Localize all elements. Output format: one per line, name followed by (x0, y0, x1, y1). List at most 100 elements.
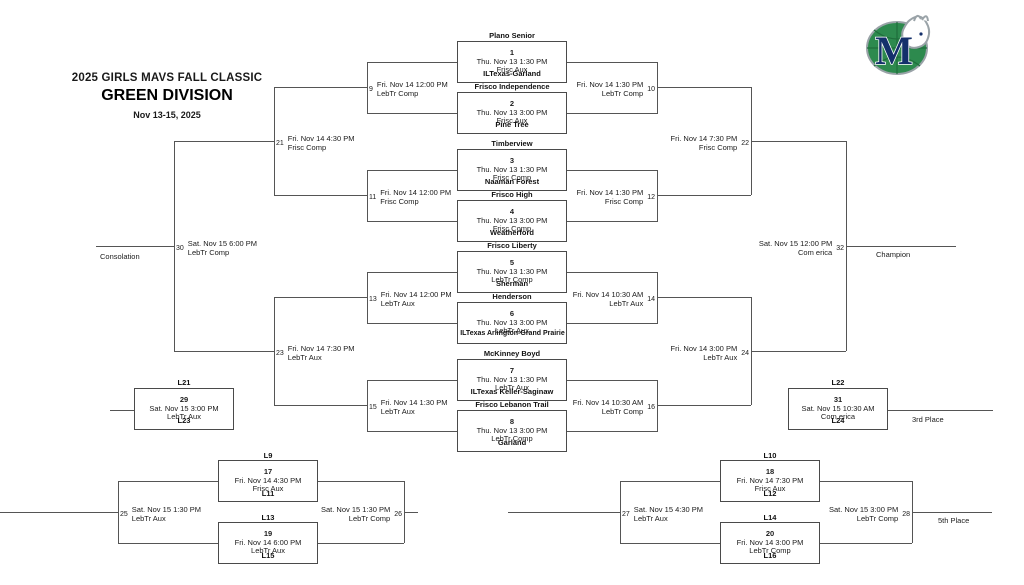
feed-line (567, 431, 577, 432)
game-box-7[interactable]: 7 Thu. Nov 13 1:30 PM LebTr Aux (457, 359, 567, 401)
game-datetime: Fri. Nov 14 4:30 PM (234, 475, 302, 485)
title-block: 2025 GIRLS MAVS FALL CLASSIC GREEN DIVIS… (52, 72, 282, 120)
game-box-4[interactable]: 4 Thu. Nov 13 3:00 PM Frisc Comp (457, 200, 567, 242)
game-venue: Frisc Aux (496, 65, 528, 75)
game-box-2[interactable]: 2 Thu. Nov 13 3:00 PM Frisc Aux (457, 92, 567, 134)
bracket-line (751, 141, 761, 142)
round-game-21[interactable]: 21 Fri. Nov 14 4:30 PM Frisc Comp (276, 134, 355, 152)
bracket-line (577, 431, 657, 432)
round-game-27[interactable]: 27 Sat. Nov 15 4:30 PM LebTr Aux (622, 505, 703, 523)
game-datetime: Fri. Nov 14 1:30 PM (380, 398, 448, 407)
game-datetime: Fri. Nov 14 10:30 AM (572, 290, 644, 299)
game-number: 21 (276, 139, 284, 147)
round-game-13[interactable]: 13 Fri. Nov 14 12:00 PM LebTr Aux (369, 290, 452, 308)
game-number: 5 (509, 257, 515, 267)
bracket-line (657, 405, 667, 406)
game-number: 1 (509, 47, 515, 57)
feed-line (447, 380, 457, 381)
round-game-25[interactable]: 25 Sat. Nov 15 1:30 PM LebTr Aux (120, 505, 201, 523)
bracket-line (367, 380, 447, 381)
bracket-line (667, 195, 751, 196)
game-box-18[interactable]: 18 Fri. Nov 14 7:30 PM Frisc Aux (720, 460, 820, 502)
game-box-20[interactable]: 20 Fri. Nov 14 3:00 PM LebTr Comp (720, 522, 820, 564)
bracket-line (264, 351, 274, 352)
game-venue: LebTr Aux (131, 514, 166, 523)
round-game-23[interactable]: 23 Fri. Nov 14 7:30 PM LebTr Aux (276, 344, 355, 362)
game-box-31[interactable]: 31 Sat. Nov 15 10:30 AM Com erica (788, 388, 888, 430)
game-datetime: Thu. Nov 13 3:00 PM (476, 107, 548, 117)
game-number: 8 (509, 416, 515, 426)
bracket-line (274, 87, 357, 88)
game-datetime: Sat. Nov 15 1:30 PM (321, 505, 391, 514)
bracket-line (846, 246, 956, 247)
bracket-line (367, 170, 368, 222)
round-game-28[interactable]: Sat. Nov 15 3:00 PM LebTr Comp 28 (826, 505, 910, 523)
bracket-line (367, 431, 447, 432)
game-datetime: Fri. Nov 14 7:30 PM (670, 134, 738, 143)
game-box-19[interactable]: 19 Fri. Nov 14 6:00 PM LebTr Aux (218, 522, 318, 564)
round-game-26[interactable]: Sat. Nov 15 1:30 PM LebTr Comp 26 (318, 505, 402, 523)
bracket-line (274, 87, 275, 195)
game-datetime: Thu. Nov 13 3:00 PM (476, 425, 548, 435)
game-venue: LebTr Aux (287, 353, 322, 362)
game-box-17[interactable]: 17 Fri. Nov 14 4:30 PM Frisc Aux (218, 460, 318, 502)
game-datetime: Fri. Nov 14 10:30 AM (572, 398, 644, 407)
round-game-24[interactable]: Fri. Nov 14 3:00 PM LebTr Aux 24 (665, 344, 750, 362)
game-venue: LebTr Comp (491, 275, 533, 285)
round-game-11[interactable]: 11 Fri. Nov 14 12:00 PM Frisc Comp (369, 188, 451, 206)
game-number: 17 (263, 466, 273, 476)
game-number: 15 (369, 403, 377, 411)
slot-label-top-18: L10 (763, 451, 777, 460)
game-number: 30 (176, 244, 184, 252)
game-datetime: Fri. Nov 14 4:30 PM (287, 134, 355, 143)
game-number: 26 (394, 510, 402, 518)
game-box-8[interactable]: 8 Thu. Nov 13 3:00 PM LebTr Comp (457, 410, 567, 452)
feed-line (447, 170, 457, 171)
game-number: 20 (765, 528, 775, 538)
feed-line (567, 170, 577, 171)
round-game-12[interactable]: Fri. Nov 14 1:30 PM Frisc Comp 12 (575, 188, 656, 206)
feed-line (447, 431, 457, 432)
game-datetime: Fri. Nov 14 1:30 PM (576, 80, 644, 89)
round-game-22[interactable]: Fri. Nov 14 7:30 PM Frisc Comp 22 (665, 134, 750, 152)
bracket-line (367, 272, 447, 273)
round-game-9[interactable]: 9 Fri. Nov 14 12:00 PM LebTr Comp (369, 80, 448, 98)
feed-line (447, 272, 457, 273)
slot-label-bottom-8: Garland (497, 438, 527, 447)
round-game-30[interactable]: 30 Sat. Nov 15 6:00 PM LebTr Comp (176, 239, 257, 257)
game-datetime: Thu. Nov 13 1:30 PM (476, 56, 548, 66)
tournament-dates: Nov 13-15, 2025 (133, 110, 201, 120)
round-game-32[interactable]: Sat. Nov 15 12:00 PM Com erica 32 (755, 239, 844, 257)
game-venue: LebTr Aux (495, 383, 529, 393)
round-game-10[interactable]: Fri. Nov 14 1:30 PM LebTr Comp 10 (575, 80, 656, 98)
round-game-16[interactable]: Fri. Nov 14 10:30 AM LebTr Comp 16 (571, 398, 655, 416)
game-datetime: Thu. Nov 13 1:30 PM (476, 164, 548, 174)
bracket-line (820, 481, 912, 482)
game-datetime: Sat. Nov 15 4:30 PM (633, 505, 703, 514)
game-venue: Com erica (820, 412, 856, 422)
bracket-line (912, 512, 992, 513)
game-box-6[interactable]: 6 Thu. Nov 13 3:00 PM LebTr Aux (457, 302, 567, 344)
slot-label-bottom-29: L23 (177, 416, 191, 425)
game-number: 28 (902, 510, 910, 518)
bracket-line (657, 297, 667, 298)
feed-line (567, 272, 577, 273)
bracket-line (620, 543, 720, 544)
bracket-line (0, 512, 118, 513)
game-box-3[interactable]: 3 Thu. Nov 13 1:30 PM Frisc Comp (457, 149, 567, 191)
bracket-line (357, 87, 367, 88)
bracket-line (357, 195, 367, 196)
game-box-5[interactable]: 5 Thu. Nov 13 1:30 PM LebTr Comp (457, 251, 567, 293)
round-game-15[interactable]: 15 Fri. Nov 14 1:30 PM LebTr Aux (369, 398, 448, 416)
game-datetime: Fri. Nov 14 7:30 PM (287, 344, 355, 353)
slot-label-bottom-17: L11 (261, 489, 275, 498)
game-venue: LebTr Aux (633, 514, 668, 523)
bracket-line (118, 543, 218, 544)
game-box-1[interactable]: 1 Thu. Nov 13 1:30 PM Frisc Aux (457, 41, 567, 83)
bracket-line (577, 113, 657, 114)
round-game-14[interactable]: Fri. Nov 14 10:30 AM LebTr Aux 14 (571, 290, 655, 308)
slot-label-top-31: L22 (831, 378, 845, 387)
game-box-29[interactable]: 29 Sat. Nov 15 3:00 PM LebTr Aux (134, 388, 234, 430)
game-number: 23 (276, 349, 284, 357)
slot-label-top-5: Frisco Liberty (487, 241, 537, 250)
